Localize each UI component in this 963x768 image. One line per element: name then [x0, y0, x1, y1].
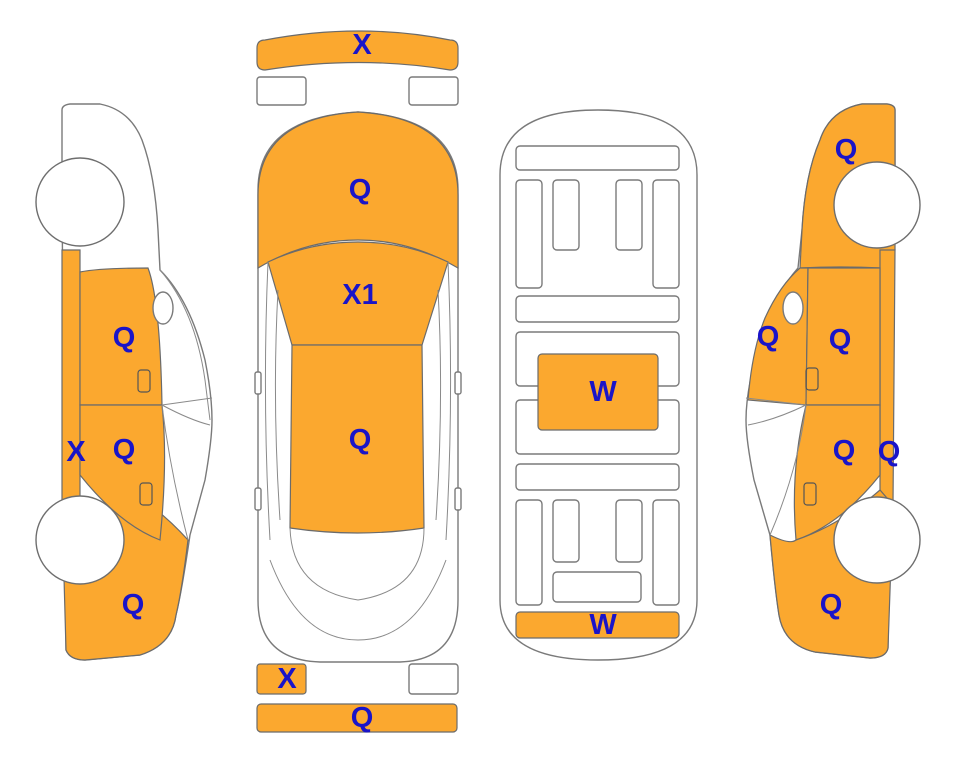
label-right-front-door: Q [829, 324, 852, 356]
label-right-rear-door: Q [833, 435, 856, 467]
floor-rail-fl1 [515, 179, 543, 289]
floor-rail-rl1 [515, 499, 543, 606]
top-right-glass [435, 261, 452, 541]
label-left-rear-door: Q [113, 434, 136, 466]
right-rear-wheel [833, 496, 921, 584]
floor-rail-rl2 [552, 499, 580, 563]
left-pillar-line [161, 404, 189, 541]
rear-bumper-panel[interactable] [256, 703, 458, 733]
left-rear-door-panel[interactable] [79, 404, 166, 541]
floor-rail-rr2 [615, 499, 643, 563]
label-rear-bumper: Q [351, 702, 374, 734]
label-windshield: X1 [342, 279, 377, 311]
right-front-handle [805, 367, 819, 391]
label-left-sill: X [66, 436, 86, 468]
floor-rail-rr1 [652, 499, 680, 606]
floor-rail-fr1 [652, 179, 680, 289]
left-rear-handle [139, 482, 153, 506]
top-view [254, 30, 462, 733]
front-left-headlight[interactable] [256, 76, 307, 106]
rear-window-line [289, 527, 425, 601]
top-right-mirror [454, 371, 462, 395]
right-side-view [745, 103, 921, 659]
top-left-marker [254, 487, 262, 511]
hood-panel[interactable] [257, 111, 459, 270]
label-rear-left-light: X [277, 663, 297, 695]
top-left-mirror [254, 371, 262, 395]
left-front-handle [137, 369, 151, 393]
floor-crossmember-2 [515, 463, 680, 491]
front-bumper-panel[interactable] [256, 30, 459, 71]
label-hood: Q [349, 174, 372, 206]
left-front-wheel [35, 157, 125, 247]
floor-spare-well [552, 571, 642, 603]
label-right-sill: Q [878, 436, 901, 468]
label-right-rear-quarter: Q [820, 589, 843, 621]
floor-rail-fr2 [615, 179, 643, 251]
label-floor-rear: W [589, 609, 617, 641]
left-rear-wheel [35, 495, 125, 585]
floor-rail-fl2 [552, 179, 580, 251]
trunk-line [269, 559, 447, 641]
label-left-front-door: Q [113, 322, 136, 354]
left-window-line [159, 269, 211, 421]
rear-right-light[interactable] [408, 663, 459, 695]
label-roof: Q [349, 424, 372, 456]
right-front-wheel [833, 161, 921, 249]
rear-left-light-panel[interactable] [256, 663, 307, 695]
label-floor-center: W [589, 376, 617, 408]
right-glass-line [745, 397, 807, 426]
floor-view [499, 109, 698, 661]
floor-center-panel[interactable] [537, 353, 659, 431]
left-front-door-panel[interactable] [79, 267, 163, 406]
left-side-view [35, 103, 213, 661]
label-left-rear-quarter: Q [122, 589, 145, 621]
floor-rear-panel[interactable] [515, 611, 680, 639]
left-mirror [152, 291, 174, 325]
right-mirror [782, 291, 804, 325]
windshield-panel[interactable] [267, 241, 449, 346]
label-right-front-fender: Q [835, 134, 858, 166]
top-left-glass [264, 261, 281, 541]
damage-labels: X Q X1 Q X Q W W Q Q X Q Q Q Q Q Q Q [66, 29, 900, 734]
floor-crossmember-1 [515, 295, 680, 323]
top-right-marker [454, 487, 462, 511]
right-rear-handle [803, 482, 817, 506]
label-right-a-pillar: Q [757, 321, 780, 353]
front-right-headlight[interactable] [408, 76, 459, 106]
left-glass-line [161, 397, 213, 426]
label-front-bumper: X [352, 29, 372, 61]
right-pillar-line [769, 404, 807, 536]
floor-rail-front [515, 145, 680, 171]
